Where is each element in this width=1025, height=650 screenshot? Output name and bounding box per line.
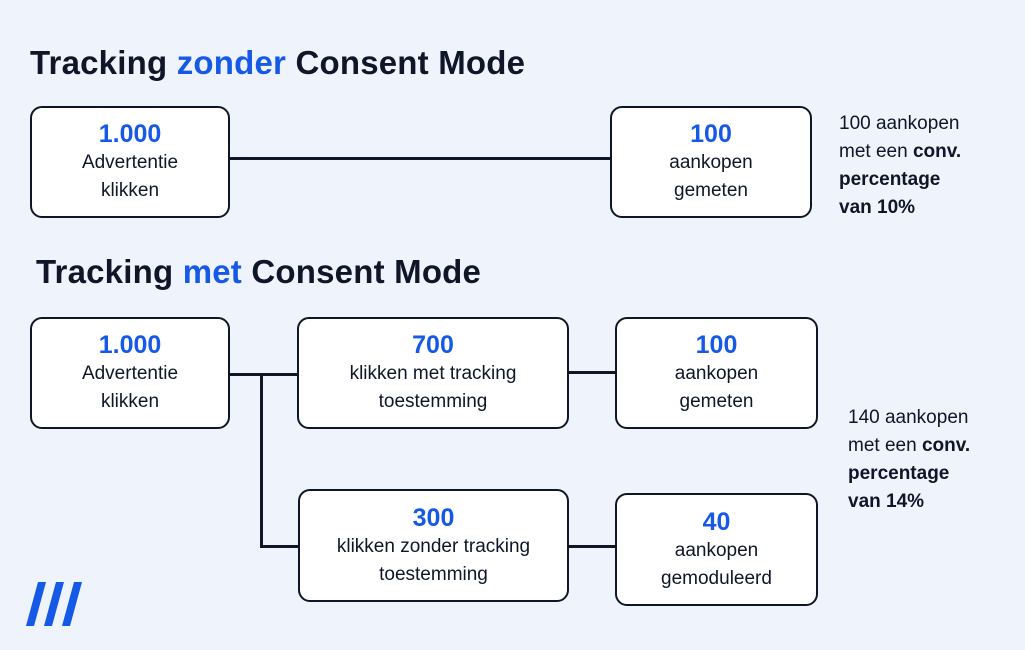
ad-clicks-label-line2: klikken [100,180,160,201]
title-prefix: Tracking [36,253,183,290]
purchases-measured-value: 100 [690,120,732,148]
note-line2-prefix: met een [848,435,922,456]
note-line2-bold: conv. [912,141,962,162]
ad-clicks-label-line1: Advertentie [81,363,179,384]
connector-line-vertical [260,373,263,548]
purchases-modeled-label-line1: aankopen [674,539,759,561]
connector-line [567,371,617,374]
ad-clicks-box: 1.000 Advertentie klikken [30,106,230,218]
purchases-measured-value: 100 [695,331,738,359]
connector-line [228,373,300,376]
ad-clicks-label-line2: klikken [100,391,160,412]
section-title-with-consent: Tracking met Consent Mode [36,253,481,291]
clicks-without-consent-label-line2: toestemming [379,563,488,585]
connector-line [260,545,300,548]
purchases-modeled-label-line2: gemoduleerd [661,567,772,589]
ad-clicks-value: 1.000 [98,331,162,359]
section-title-without-consent: Tracking zonder Consent Mode [30,44,525,82]
title-highlight: zonder [176,44,287,81]
ad-clicks-box: 1.000 Advertentie klikken [30,317,230,429]
note-line2-prefix: met een [839,141,913,162]
note-line4-bold: van 14% [848,491,925,512]
clicks-without-consent-box: 300 klikken zonder tracking toestemming [298,489,569,602]
clicks-with-consent-box: 700 klikken met tracking toestemming [297,317,569,429]
note-line4-bold: van 10% [839,197,916,218]
purchases-measured-label-line1: aankopen [674,363,759,384]
conversion-note-without-consent: 100 aankopen met een conv. percentage va… [839,110,961,222]
clicks-with-consent-value: 700 [412,331,454,359]
note-line3-bold: percentage [848,463,950,484]
purchases-measured-box: 100 aankopen gemeten [615,317,818,429]
ad-clicks-label-line1: Advertentie [81,152,179,173]
note-line3-bold: percentage [839,169,941,190]
ad-clicks-value: 1.000 [98,120,162,148]
clicks-with-consent-label-line1: klikken met tracking [349,363,517,384]
connector-line [228,157,612,160]
note-line2-bold: conv. [921,435,971,456]
purchases-measured-box: 100 aankopen gemeten [610,106,812,218]
title-suffix: Consent Mode [286,44,526,81]
clicks-without-consent-label-line1: klikken zonder tracking [336,535,531,557]
connector-line [567,545,617,548]
note-line1: 140 aankopen [848,407,969,428]
purchases-measured-label-line2: gemeten [679,391,754,412]
slash-stripes-logo-icon [26,582,82,626]
clicks-with-consent-label-line2: toestemming [378,391,488,412]
purchases-modeled-value: 40 [702,507,731,536]
title-suffix: Consent Mode [242,253,482,290]
title-prefix: Tracking [30,44,177,81]
title-highlight: met [182,253,242,290]
note-line1: 100 aankopen [839,113,960,134]
purchases-measured-label-line1: aankopen [669,152,753,173]
purchases-measured-label-line2: gemeten [674,180,748,201]
purchases-modeled-box: 40 aankopen gemoduleerd [615,493,818,606]
conversion-note-with-consent: 140 aankopen met een conv. percentage va… [848,404,970,516]
clicks-without-consent-value: 300 [412,503,455,532]
